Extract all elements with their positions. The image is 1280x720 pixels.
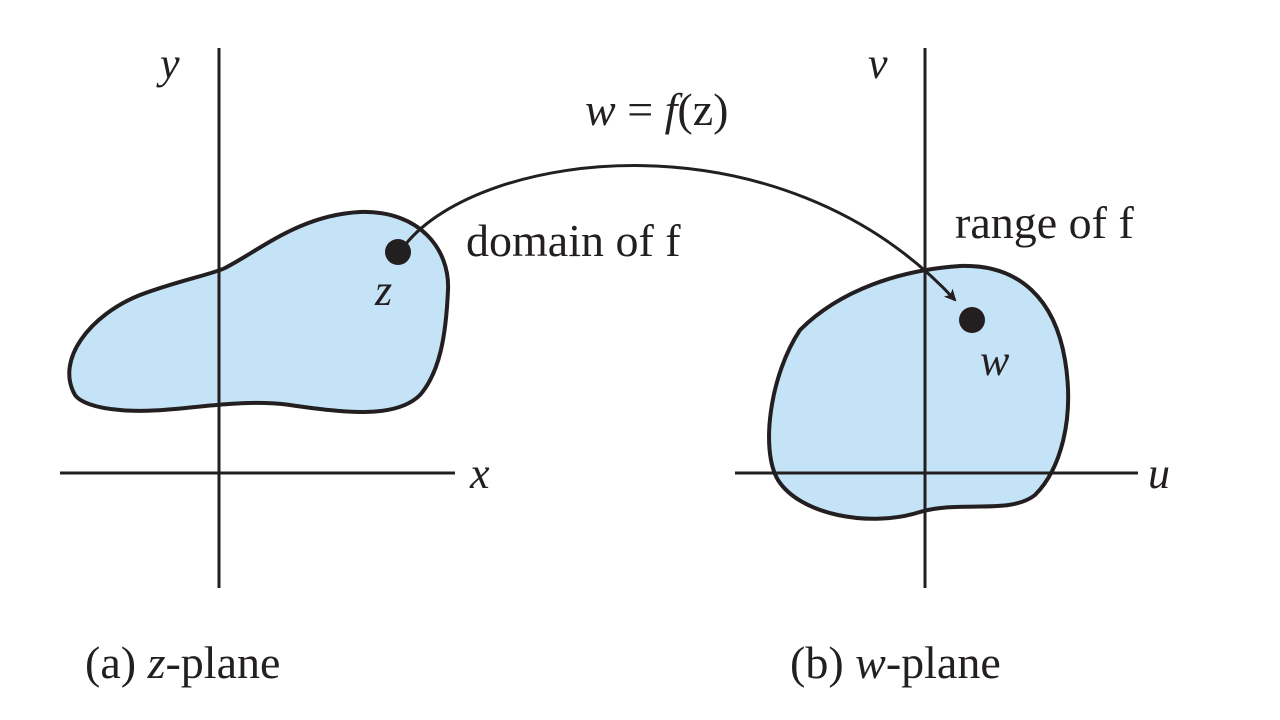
domain-label-text: domain of f [466,215,681,266]
domain-label: domain of f [466,215,681,266]
mapping: w = f(z) [403,84,957,302]
w-plane-caption: (b) w-plane [790,637,1001,688]
z-point [385,239,411,265]
range-region [767,263,1071,521]
w-caption-prefix: (b) [790,637,855,688]
w-plane: u v w range of f (b) w-plane [735,39,1170,688]
z-plane-caption: (a) z-plane [85,637,280,688]
w-point-label: w [980,336,1010,385]
mapping-arrow [403,164,957,302]
z-y-axis-label: y [156,39,180,88]
w-caption-var: w [855,637,886,688]
formula-arg: (z) [677,84,728,135]
z-x-axis-label: x [469,449,490,498]
w-v-axis-label: v [868,39,888,88]
z-plane: x y z domain of f (a) z-plane [60,39,681,688]
formula-w: w [585,84,616,135]
mapping-formula: w = f(z) [585,84,728,135]
w-u-axis-label: u [1148,449,1170,498]
z-caption-suffix: -plane [165,637,280,688]
z-point-label: z [374,266,392,315]
z-caption-var: z [147,637,166,688]
w-caption-suffix: -plane [886,637,1001,688]
range-label: range of f [955,197,1134,248]
w-point [959,307,985,333]
z-caption-prefix: (a) [85,637,148,688]
formula-eq: = [616,84,665,135]
range-label-text: range of f [955,197,1134,248]
domain-region [67,209,451,414]
